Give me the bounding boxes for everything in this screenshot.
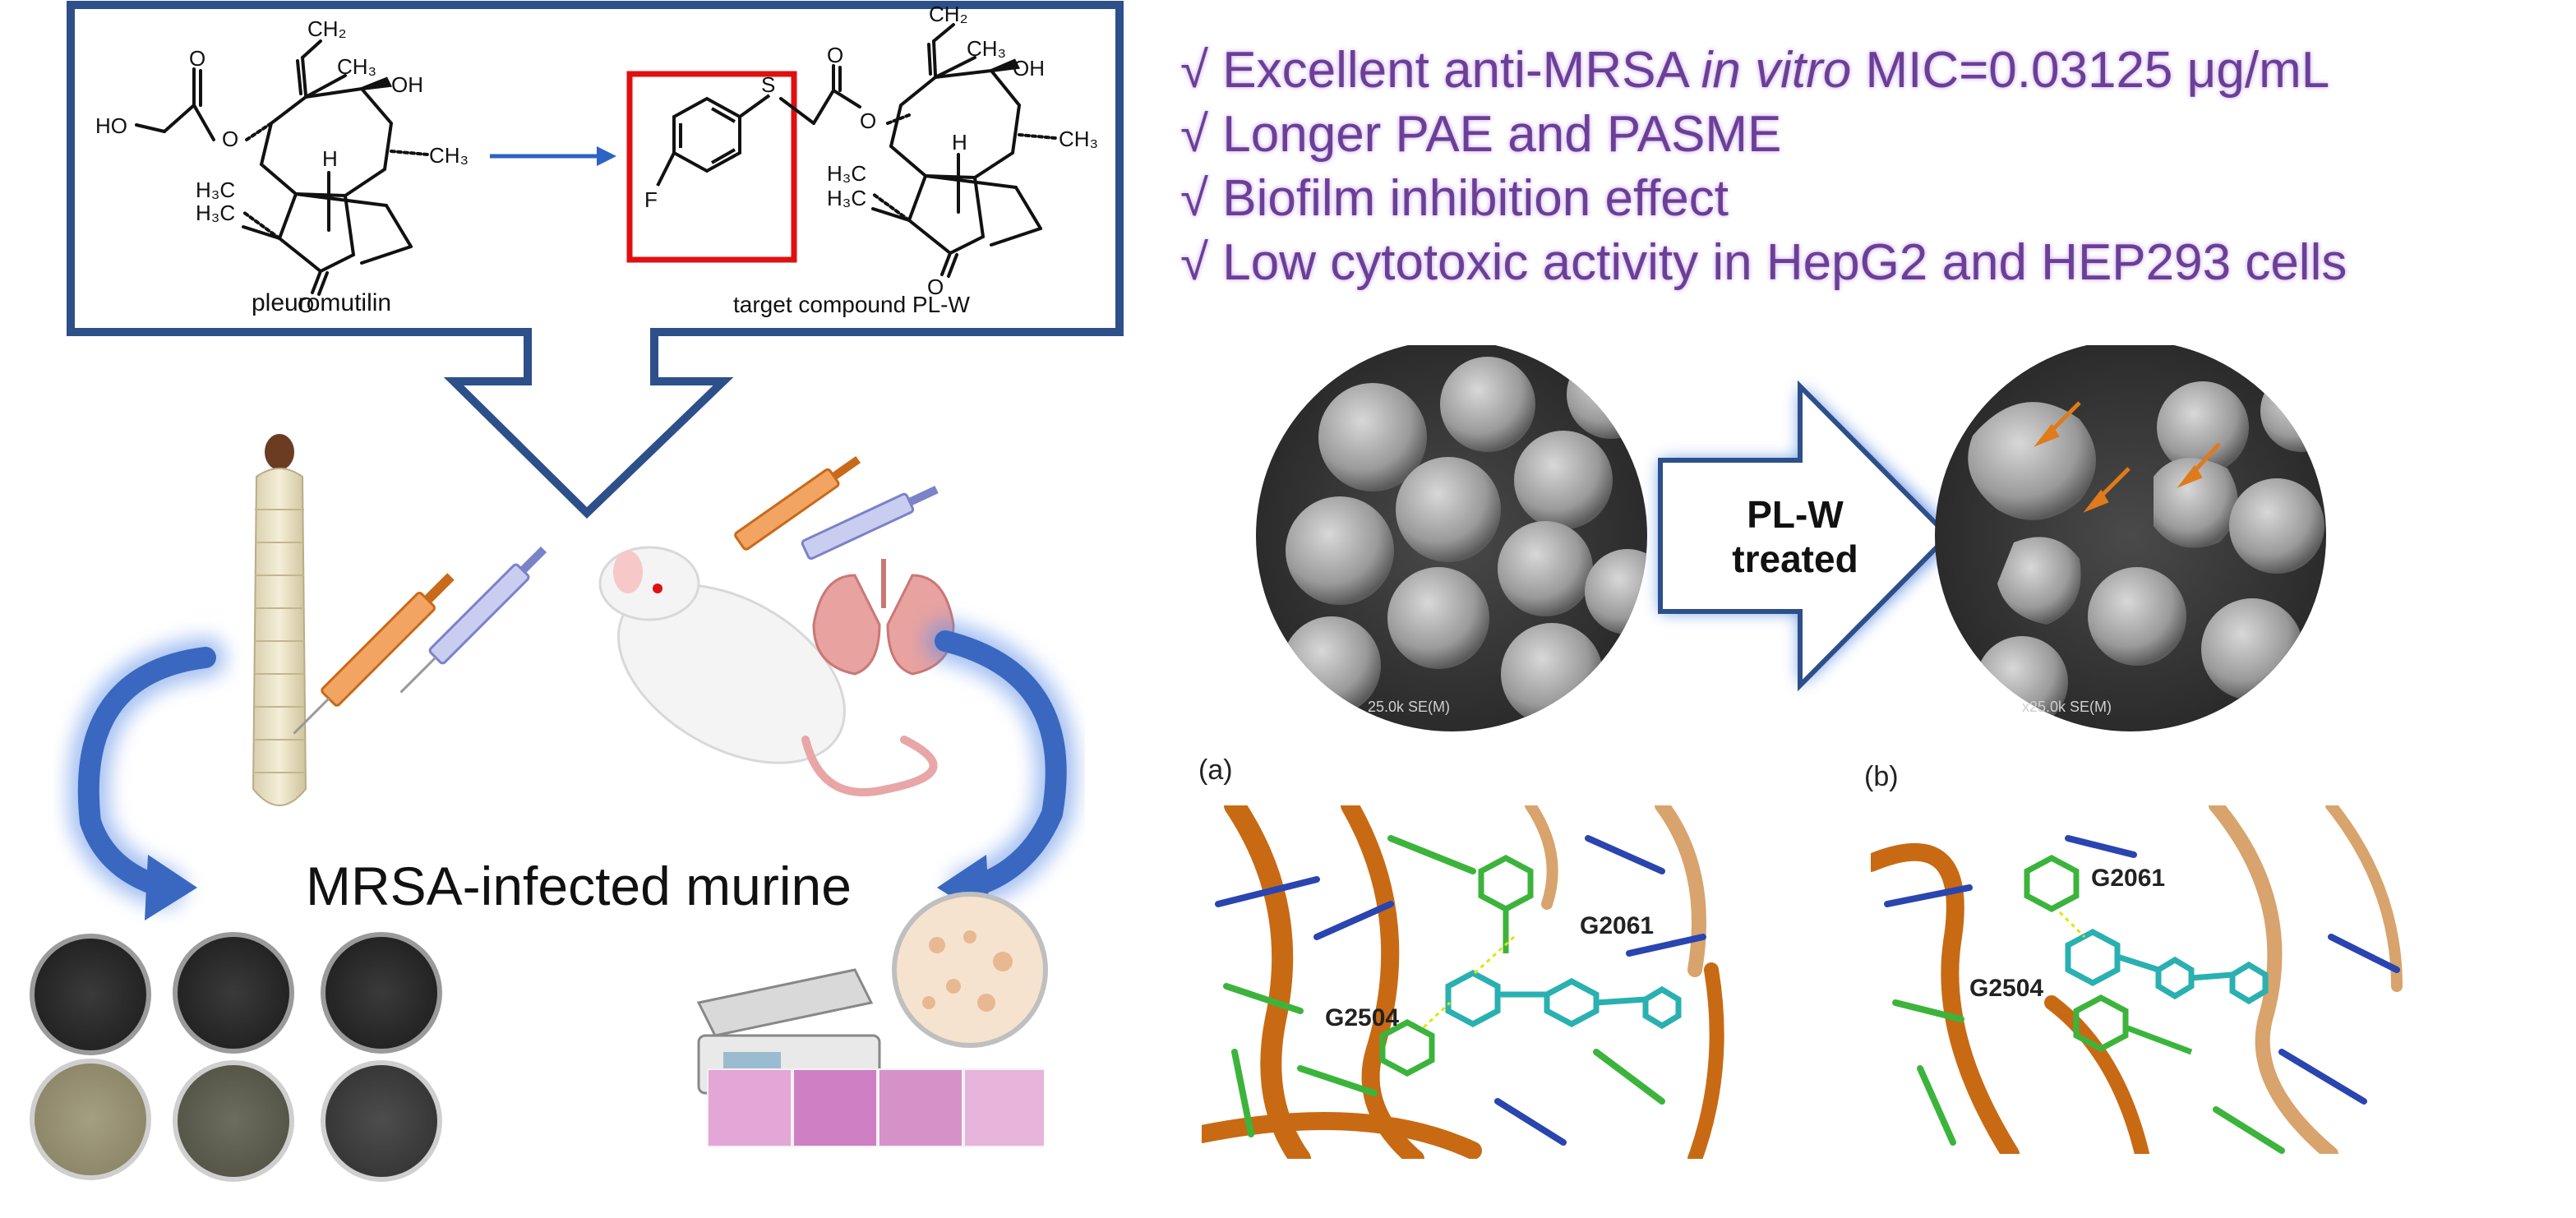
residue-g2504-b: G2504 <box>1969 975 2043 1002</box>
docking-panel-a-label: (a) <box>1198 754 1233 786</box>
colony-plate-1 <box>30 1059 151 1180</box>
residue-g2504-a: G2504 <box>1325 1004 1399 1031</box>
sem-comparison: 25.0k SE(M) PL-W treated x25.0k SE(M) <box>1256 345 2326 731</box>
plw-label-oh: OH <box>1013 56 1045 81</box>
syringe-blue <box>399 546 547 694</box>
plw-label-ketone-o: O <box>927 275 944 299</box>
larva-plate-1 <box>30 934 151 1055</box>
plw-label-methyl-right: CH₃ <box>1059 127 1098 151</box>
modification-highlight-box <box>626 71 797 263</box>
histology-strip <box>707 1068 1044 1147</box>
galleria-larva <box>252 434 307 806</box>
syringe-orange <box>293 573 455 735</box>
plw-label-carbonyl-o: O <box>827 43 843 67</box>
colony-plate-3 <box>321 1060 442 1182</box>
docking-panel-b: G2061 G2504 <box>1871 805 2408 1154</box>
label-methyl-top: CH₃ <box>337 54 376 79</box>
plw-label-bridge-h: H <box>952 130 967 155</box>
ligand-b <box>2065 929 2269 1005</box>
synthesis-frame <box>67 1 1124 519</box>
sem-scale-right: x25.0k SE(M) <box>2022 699 2112 715</box>
check-mark: √ <box>1180 234 1209 291</box>
label-methyl-right: CH₃ <box>429 143 469 168</box>
label-methyl-left: H₃C <box>196 178 235 202</box>
larva-plate-2 <box>173 932 294 1054</box>
check-mark: √ <box>1180 42 1209 99</box>
label-ester-o: O <box>222 127 238 151</box>
claim-2: √ Longer PAE and PASME <box>1180 106 1782 163</box>
claim-1: √ Excellent anti-MRSA in vitro MIC=0.031… <box>1180 42 2330 99</box>
mouse <box>598 546 938 796</box>
pleuromutilin-label: pleuromutilin <box>252 289 391 316</box>
label-ketone-o: O <box>298 293 314 317</box>
docking-panel-a: G2061 G2504 <box>1202 805 1743 1159</box>
in-vivo-models <box>67 434 1077 1147</box>
plw-label-methyl-left: H₃C <box>827 161 866 186</box>
label-carbonyl-o: O <box>189 46 205 71</box>
fluorophenyl-ring <box>656 94 771 187</box>
claim-3: √ Biofilm inhibition effect <box>1180 170 1729 227</box>
in-vivo-title: MRSA-infected murine <box>306 856 852 916</box>
label-ho: HO <box>95 113 127 138</box>
label-methyl-left2: H₃C <box>196 201 235 225</box>
lungs <box>812 559 955 676</box>
colony-plate-2 <box>173 1060 294 1182</box>
label-oh: OH <box>391 72 423 97</box>
label-sulfur: S <box>761 72 775 97</box>
treatment-label-line2: treated <box>1732 537 1858 580</box>
curved-arrow-left <box>77 647 216 898</box>
claim-4: √ Low cytotoxic activity in HepG2 and HE… <box>1180 234 2347 291</box>
docking-panel-b-label: (b) <box>1864 761 1899 792</box>
label-bridge-h: H <box>322 146 338 171</box>
plw-structure <box>779 23 1057 278</box>
residue-g2061-a: G2061 <box>1580 912 1654 939</box>
ligand-a <box>1445 970 1682 1030</box>
plw-label-methyl-left2: H₃C <box>827 186 866 210</box>
plw-label-ester-o: O <box>860 108 876 133</box>
larva-plate-3 <box>321 932 442 1054</box>
synthesis-scheme: CH₂ CH₃ OH CH₃ H₃C H₃C H O O O HO pleuro… <box>67 1 1124 519</box>
plw-label-methyl-top: CH₃ <box>967 36 1006 61</box>
check-mark: √ <box>1180 106 1209 163</box>
label-fluoro: F <box>644 187 658 212</box>
treatment-label-line1: PL-W <box>1747 493 1844 536</box>
residue-g2061-b: G2061 <box>2091 865 2165 892</box>
bacterial-plate <box>892 892 1048 1048</box>
pleuromutilin-structure <box>135 39 429 296</box>
plw-label-vinyl: CH₂ <box>929 2 968 26</box>
treatment-arrow <box>1658 380 1952 692</box>
curved-arrow-right <box>935 630 1067 898</box>
label-vinyl: CH₂ <box>307 16 347 41</box>
plw-label: target compound PL-W <box>733 292 970 317</box>
check-mark: √ <box>1180 170 1209 227</box>
sem-scale-left: 25.0k SE(M) <box>1368 699 1450 715</box>
